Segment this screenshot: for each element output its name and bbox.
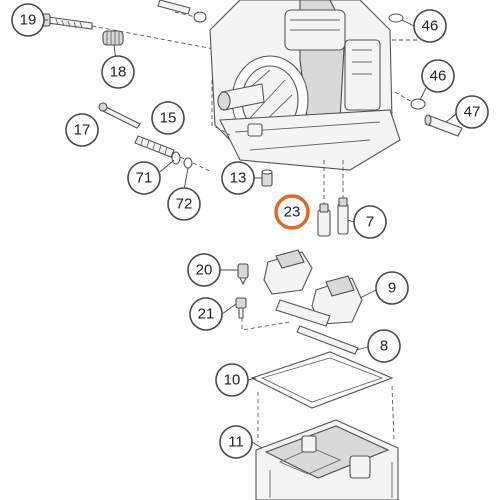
jet-part-13: [261, 169, 273, 187]
callout-label: 15: [160, 110, 177, 127]
callout-11[interactable]: 11: [219, 425, 253, 459]
assembly-line: [91, 25, 231, 53]
leader-line: [355, 346, 369, 351]
callout-label: 46: [430, 68, 447, 85]
assembly-line: [241, 318, 291, 331]
o-ring-part-72: [183, 157, 193, 169]
callout-18[interactable]: 18: [101, 55, 135, 89]
callout-label: 46: [422, 18, 439, 35]
callout-label: 19: [20, 12, 37, 29]
callout-17[interactable]: 17: [65, 113, 99, 147]
callout-71[interactable]: 71: [127, 161, 161, 195]
screw-part-19: [39, 13, 93, 30]
o-ring-part-46: [410, 98, 426, 110]
callout-19[interactable]: 19: [11, 3, 45, 37]
callout-72[interactable]: 72: [167, 187, 201, 221]
callout-label: 71: [136, 170, 153, 187]
callout-label: 7: [366, 214, 374, 231]
callout-20[interactable]: 20: [187, 253, 221, 287]
callout-label: 18: [110, 64, 127, 81]
callout-47[interactable]: 47: [455, 95, 489, 129]
callout-46-top[interactable]: 46: [413, 9, 447, 43]
needle-valve-part-20: [237, 263, 249, 286]
callout-46-mid[interactable]: 46: [421, 59, 455, 93]
assembly-line: [394, 91, 413, 103]
assembly-line: [323, 160, 344, 204]
leader-line: [347, 219, 355, 223]
callout-8[interactable]: 8: [367, 329, 401, 363]
assembly-line: [257, 385, 395, 442]
seal-part-46-top: [388, 13, 404, 23]
callout-label: 11: [228, 434, 244, 451]
washer-part-71: [171, 151, 181, 165]
callout-10[interactable]: 10: [215, 363, 249, 397]
callout-9[interactable]: 9: [375, 271, 409, 305]
callout-23[interactable]: 23: [274, 194, 310, 230]
assembly-line: [211, 80, 231, 136]
callout-label: 9: [388, 280, 396, 297]
callout-label: 21: [198, 306, 215, 323]
callout-label: 72: [176, 196, 193, 213]
leader-line: [419, 87, 427, 101]
seal-part-upper: [193, 11, 207, 23]
leader-line: [247, 377, 257, 381]
callout-21[interactable]: 21: [189, 297, 223, 331]
callout-label: 20: [196, 262, 213, 279]
callout-label: 13: [230, 170, 247, 187]
callout-label: 8: [380, 338, 388, 355]
jet-part-7: [337, 197, 349, 235]
jet-part-23: [317, 203, 331, 237]
pin-part-8: [296, 325, 359, 355]
needle-part-17: [98, 102, 141, 129]
callout-layer: 19 18 46 46 47 17 15 71 72 13 23: [11, 3, 489, 459]
callout-label: 23: [284, 204, 301, 221]
spring-part-15: [134, 135, 175, 158]
float-part-9: [263, 249, 363, 327]
float-bowl-part-11: [255, 419, 399, 500]
leader-line: [445, 113, 457, 123]
screw-part-21: [235, 297, 247, 319]
rod-part-47: [424, 114, 463, 137]
callout-label: 47: [464, 104, 481, 121]
leader-line: [159, 159, 175, 173]
leader-line: [183, 167, 189, 191]
pin-part: [157, 0, 191, 15]
leader-line: [221, 303, 237, 315]
callout-13[interactable]: 13: [221, 161, 255, 195]
leader-line: [251, 441, 263, 449]
callout-7[interactable]: 7: [353, 205, 387, 239]
callout-label: 17: [74, 122, 91, 139]
callout-label: 10: [224, 372, 241, 389]
carburetor-body: [209, 0, 401, 171]
gasket-part-10: [250, 351, 394, 409]
callout-15[interactable]: 15: [151, 101, 185, 135]
spring-part-18: [102, 30, 124, 46]
leader-line: [359, 289, 377, 299]
leader-line: [401, 19, 415, 27]
